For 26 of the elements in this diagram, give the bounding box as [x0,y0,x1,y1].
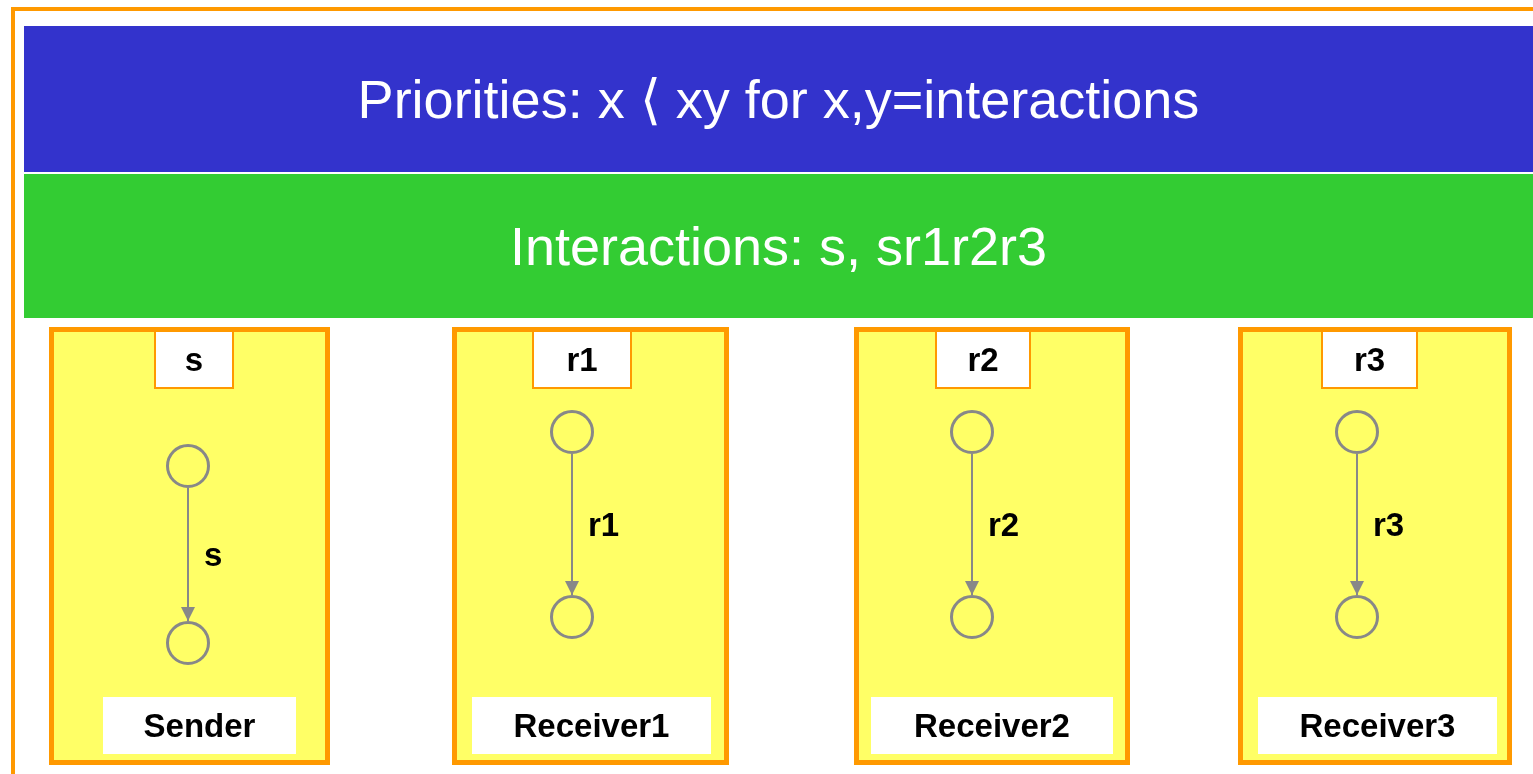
state-circle [550,595,594,639]
state-circle [1335,410,1379,454]
state-circle [950,410,994,454]
arrow [565,453,579,596]
port-label: r2 [935,332,1031,389]
component-name: Sender [103,697,296,754]
title-band: Priorities: x ⟨ xy for x,y=interactions [24,26,1533,172]
state-circle [1335,595,1379,639]
component-box [1238,327,1512,765]
title-band: Interactions: s, sr1r2r3 [24,174,1533,318]
state-circle [166,444,210,488]
state-circle [950,595,994,639]
component-name: Receiver3 [1258,697,1497,754]
component-name: Receiver1 [472,697,711,754]
port-label: r1 [532,332,632,389]
port-label: r3 [1321,332,1418,389]
component-box [452,327,729,765]
component-box [49,327,330,765]
component-name: Receiver2 [871,697,1113,754]
arrow [181,487,195,622]
arrow [965,453,979,596]
port-label: s [154,332,234,389]
state-circle [550,410,594,454]
arrow [1350,453,1364,596]
component-box [854,327,1130,765]
state-circle [166,621,210,665]
